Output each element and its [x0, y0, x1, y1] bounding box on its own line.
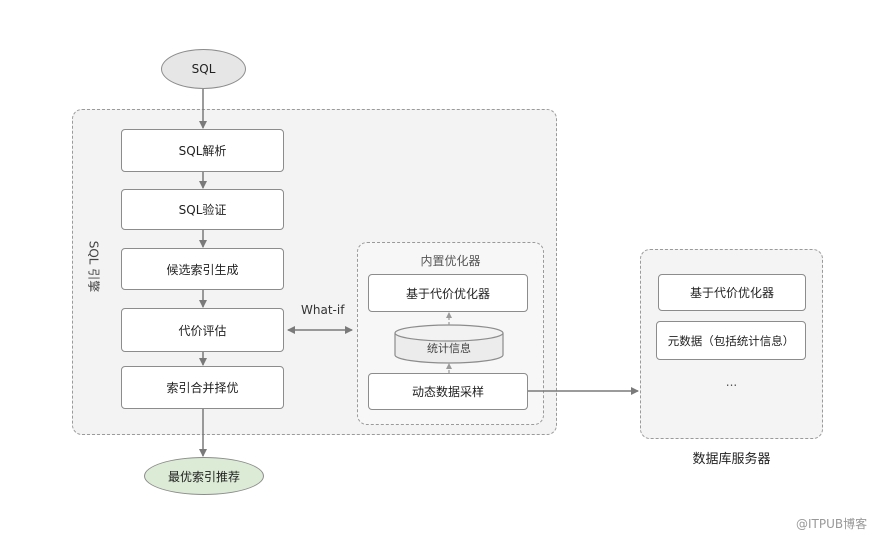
- end-label: 最优索引推荐: [167, 469, 240, 484]
- cost-based-optimizer-box: 基于代价优化器: [368, 274, 528, 312]
- whatif-label: What-if: [301, 303, 345, 317]
- best-index-end-node: 最优索引推荐: [144, 457, 264, 495]
- step-label: SQL解析: [178, 144, 227, 158]
- step-label: 代价评估: [178, 323, 227, 338]
- step-cost-eval: 代价评估: [121, 308, 284, 352]
- step-sql-validate: SQL验证: [121, 189, 284, 230]
- sql-engine-label: SQL 引擎: [86, 240, 101, 293]
- box-label: 元数据（包括统计信息）: [667, 333, 795, 348]
- step-index-merge: 索引合并择优: [121, 366, 284, 409]
- step-label: SQL验证: [178, 203, 227, 217]
- step-sql-parse: SQL解析: [121, 129, 284, 172]
- box-label: 基于代价优化器: [689, 286, 774, 300]
- box-label: 动态数据采样: [411, 385, 484, 399]
- db-metadata-box: 元数据（包括统计信息）: [656, 321, 806, 360]
- statistics-label: 统计信息: [427, 342, 471, 355]
- step-label: 候选索引生成: [166, 262, 239, 277]
- step-label: 索引合并择优: [166, 381, 239, 395]
- box-label: 基于代价优化器: [405, 286, 490, 301]
- sql-start-label: SQL: [191, 62, 216, 76]
- sql-start-node: SQL: [161, 49, 246, 89]
- db-cost-optimizer-box: 基于代价优化器: [658, 274, 806, 311]
- step-candidate-index: 候选索引生成: [121, 248, 284, 290]
- watermark: @ITPUB博客: [796, 517, 868, 531]
- builtin-optimizer-title: 内置优化器: [420, 254, 481, 268]
- db-server-title: 数据库服务器: [692, 452, 771, 467]
- db-more-ellipsis: ...: [725, 375, 738, 389]
- dynamic-sampling-box: 动态数据采样: [368, 373, 528, 410]
